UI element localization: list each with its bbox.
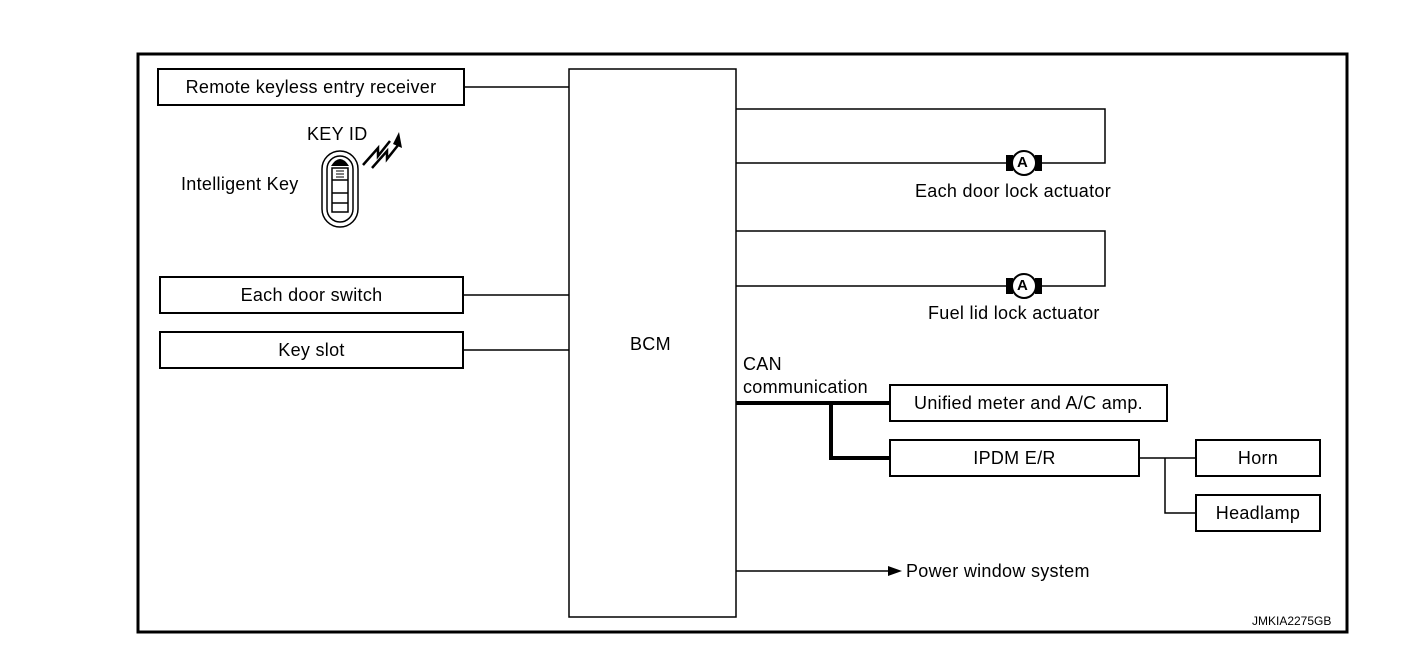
key-slot-label: Key slot [278,339,345,360]
headlamp-box: Headlamp [1195,494,1321,532]
wire-headlamp [1164,458,1195,514]
wire-fuel-lid-upper [736,230,1106,287]
arrow-power-window-icon [888,566,902,576]
each-door-switch-box: Each door switch [159,276,464,314]
horn-label: Horn [1237,447,1279,468]
can-bus-ipdm [829,403,889,460]
door-lock-actuator-label: Each door lock actuator [915,181,1112,201]
fuel-lid-actuator-label: Fuel lid lock actuator [928,303,1100,323]
power-window-label: Power window system [906,561,1090,581]
door-switch-label: Each door switch [240,284,383,305]
key-id-label: KEY ID [307,124,368,144]
door-lock-motor-icon [1006,150,1042,176]
unified-meter-ac-amp-box: Unified meter and A/C amp. [889,384,1168,422]
ipdm-label: IPDM E/R [973,447,1056,468]
can-label: CAN [743,354,782,374]
door-lock-motor-symbol: A [1017,154,1029,171]
wireless-signal-icon [362,132,402,169]
communication-label: communication [743,377,868,397]
fuel-lid-motor-icon [1006,273,1042,299]
headlamp-label: Headlamp [1215,502,1301,523]
intelligent-key-label: Intelligent Key [181,174,299,194]
horn-box: Horn [1195,439,1321,477]
wire-door-lock-upper [736,108,1106,164]
outer-frame [136,52,1349,634]
figure-code: JMKIA2275GB [1252,614,1332,628]
key-slot-box: Key slot [159,331,464,369]
ipdm-er-box: IPDM E/R [889,439,1140,477]
remote-receiver-label: Remote keyless entry receiver [185,76,437,97]
meter-label: Unified meter and A/C amp. [914,392,1143,413]
bcm-box [568,68,737,618]
bcm-label: BCM [630,334,671,354]
fuel-lid-motor-symbol: A [1017,277,1029,294]
remote-keyless-entry-receiver-box: Remote keyless entry receiver [157,68,465,106]
intelligent-key-fob-icon [321,150,359,228]
